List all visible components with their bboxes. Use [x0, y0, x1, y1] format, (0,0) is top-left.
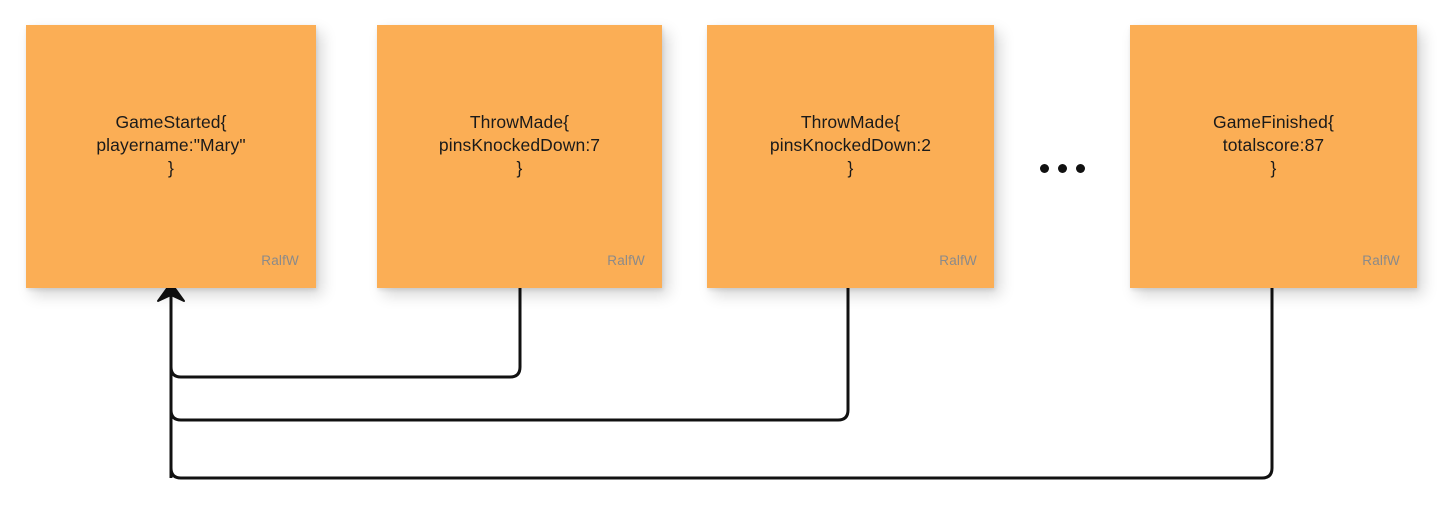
connector-gamefinished-to-gamestarted — [169, 288, 1274, 480]
event-card-text: GameFinished{ totalscore:87 } — [1213, 112, 1334, 178]
connector-throw7-to-gamestarted — [169, 288, 522, 379]
event-card-text: GameStarted{ playername:"Mary" } — [96, 112, 246, 178]
event-card-author: RalfW — [939, 253, 977, 268]
event-card-text: ThrowMade{ pinsKnockedDown:7 } — [438, 112, 601, 178]
event-card-author: RalfW — [1362, 253, 1400, 268]
event-card-author: RalfW — [261, 253, 299, 268]
event-card-author: RalfW — [607, 253, 645, 268]
event-card-throw-made-2[interactable]: ThrowMade{ pinsKnockedDown:2 } RalfW — [707, 25, 994, 288]
event-card-game-finished[interactable]: GameFinished{ totalscore:87 } RalfW — [1130, 25, 1417, 288]
ellipsis-dot — [1058, 164, 1067, 173]
event-card-throw-made-7[interactable]: ThrowMade{ pinsKnockedDown:7 } RalfW — [377, 25, 662, 288]
ellipsis-icon — [1040, 164, 1085, 173]
connector-throw2-to-gamestarted — [169, 288, 850, 422]
event-card-text: ThrowMade{ pinsKnockedDown:2 } — [769, 112, 932, 178]
event-card-game-started[interactable]: GameStarted{ playername:"Mary" } RalfW — [26, 25, 316, 288]
ellipsis-dot — [1040, 164, 1049, 173]
ellipsis-dot — [1076, 164, 1085, 173]
